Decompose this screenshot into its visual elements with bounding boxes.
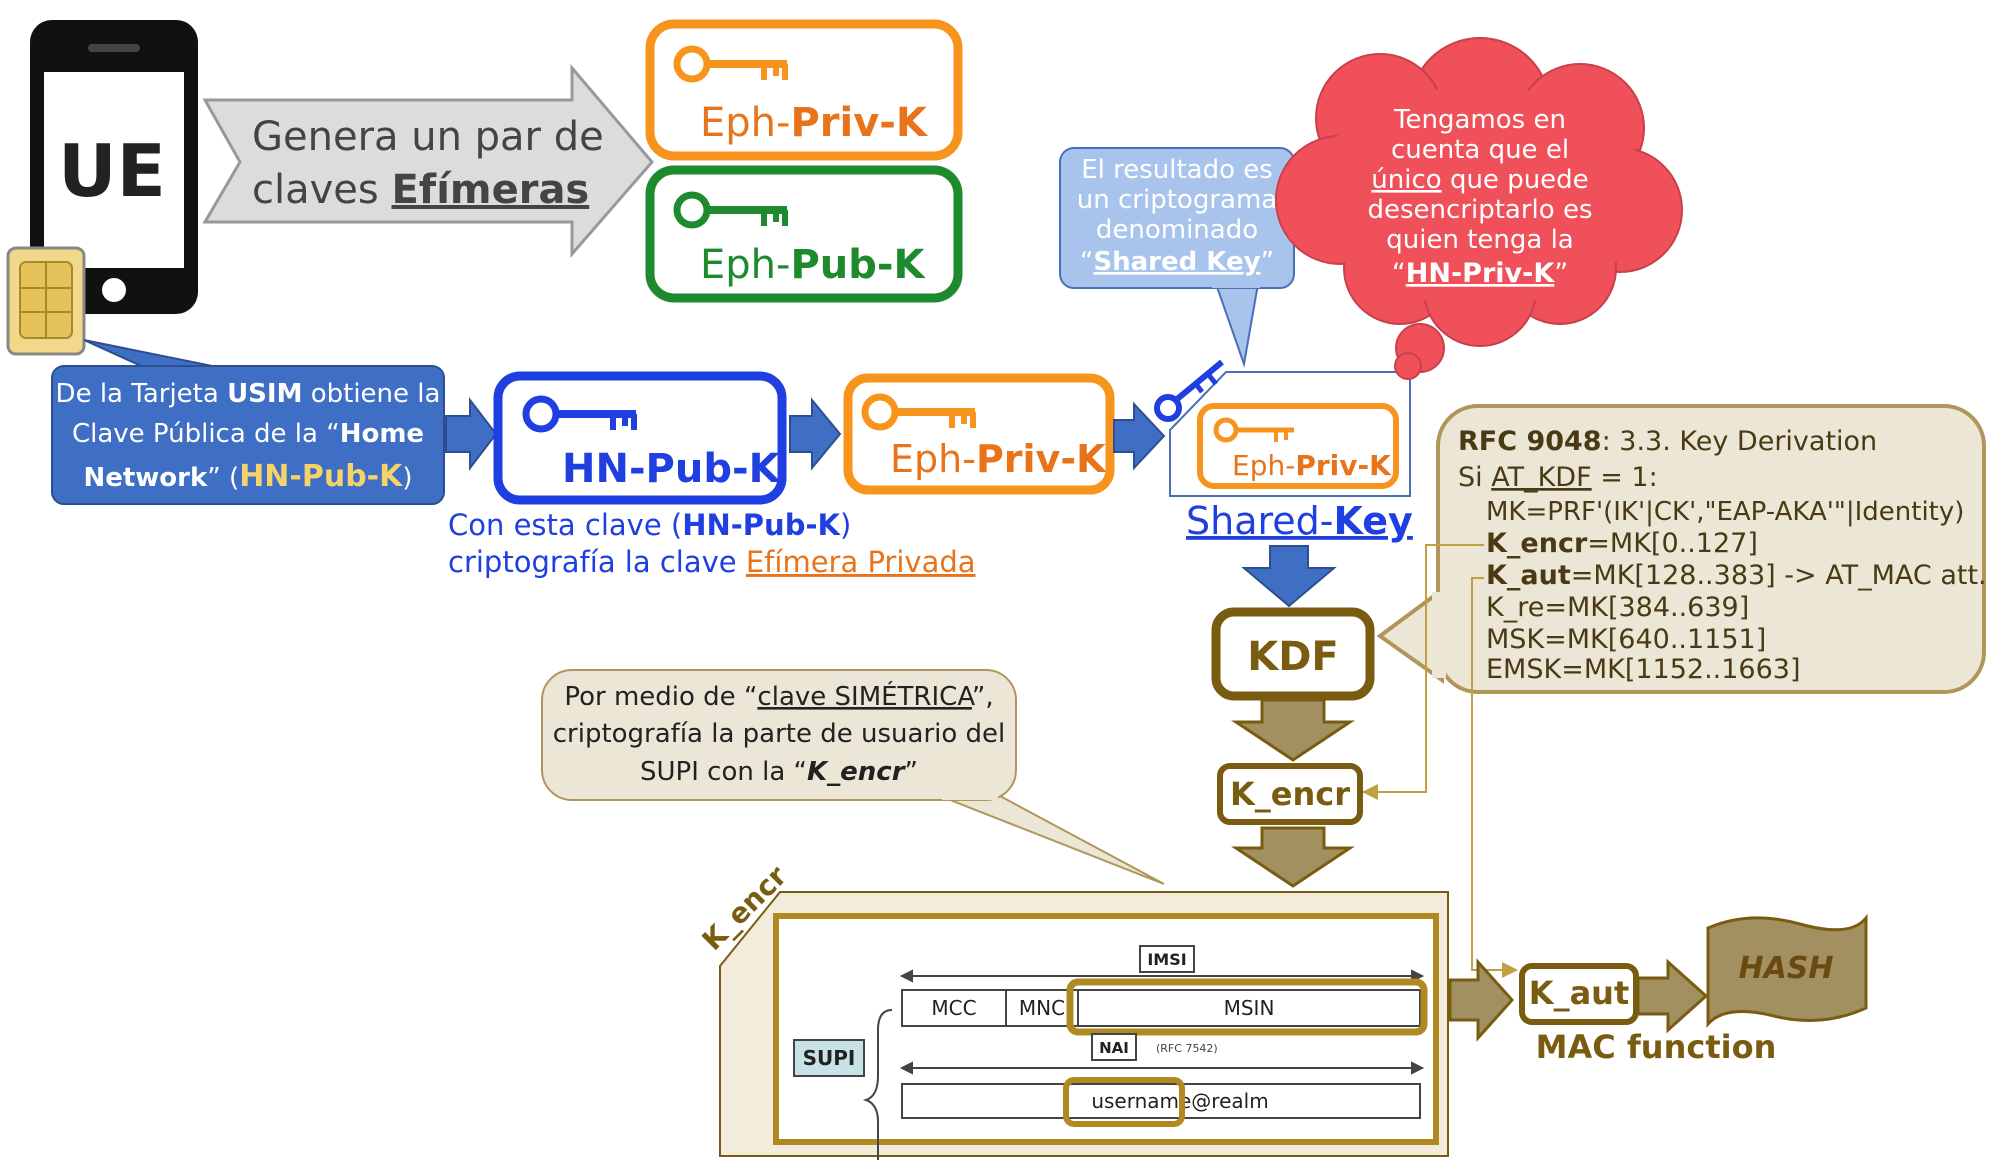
flow-arrow bbox=[1448, 958, 1515, 1042]
nai-rfc-label: (RFC 7542) bbox=[1156, 1042, 1218, 1055]
key-icon bbox=[1213, 417, 1294, 443]
rfc-line3: MK=PRF'(IK'|CK',"EAP-AKA'"|Identity) bbox=[1486, 497, 1964, 527]
msin-cell bbox=[1077, 989, 1421, 1027]
rfc-line4: K_encr=MK[0..127] bbox=[1486, 528, 1758, 559]
cloud-line1: Tengamos en bbox=[1393, 105, 1566, 135]
symmetric-callout-line1: Por medio de “clave SIMÉTRICA”, bbox=[564, 680, 993, 712]
cloud-line4: desencriptarlo es bbox=[1368, 195, 1593, 225]
result-callout-line1: El resultado es bbox=[1081, 155, 1273, 185]
usim-callout-line3: Network” (HN-Pub-K) bbox=[83, 459, 412, 494]
shared-key-label: Shared-Key bbox=[1186, 499, 1413, 543]
generate-keys-arrow bbox=[202, 63, 654, 259]
k-aut-label: K_aut bbox=[1529, 974, 1629, 1012]
hn-pub-key-label: HN-Pub-K bbox=[562, 446, 782, 492]
flow-arrow bbox=[1231, 698, 1355, 762]
result-callout-pointer bbox=[1214, 283, 1260, 368]
eph-priv-key-label-mid: Eph-Priv-K bbox=[890, 437, 1107, 481]
rfc-title: RFC 9048: 3.3. Key Derivation bbox=[1458, 426, 1877, 457]
flow-arrow bbox=[1113, 401, 1166, 471]
symmetric-callout-line2: criptografía la parte de usuario del bbox=[553, 719, 1006, 749]
cloud-line5: quien tenga la bbox=[1386, 225, 1573, 255]
rfc-line2: Si AT_KDF = 1: bbox=[1458, 462, 1658, 493]
rfc-line7: MSK=MK[640..1151] bbox=[1486, 624, 1766, 655]
eph-priv-key-box-top bbox=[645, 19, 963, 161]
flow-arrow bbox=[445, 397, 498, 471]
hash-banner bbox=[1706, 913, 1868, 1028]
cloud-line3: único que puede bbox=[1371, 165, 1588, 195]
hash-label: HASH bbox=[1738, 951, 1833, 986]
username-cell bbox=[901, 1083, 1421, 1119]
hn-pub-key-box bbox=[493, 371, 787, 505]
msin-highlight bbox=[1066, 978, 1428, 1036]
cloud-line6: “HN-Priv-K” bbox=[1392, 258, 1569, 289]
usim-callout-line1: De la Tarjeta USIM obtiene la bbox=[56, 379, 441, 409]
flow-arrow bbox=[1241, 545, 1337, 608]
nai-arrow bbox=[899, 1061, 1425, 1075]
cloud-line2: cuenta que el bbox=[1391, 135, 1569, 165]
k-encr-box bbox=[1217, 763, 1363, 825]
small-key-icon bbox=[1154, 359, 1224, 422]
connector-arrowhead bbox=[1362, 784, 1378, 800]
generate-keys-line2: claves Efímeras bbox=[252, 167, 589, 213]
supi-label: SUPI bbox=[803, 1046, 856, 1070]
ue-label: UE bbox=[58, 129, 166, 213]
connector-arrowhead bbox=[1502, 962, 1518, 978]
k-aut-box bbox=[1519, 963, 1639, 1025]
imsi-label: IMSI bbox=[1147, 950, 1186, 969]
connector-line bbox=[1362, 544, 1508, 971]
msin-label: MSIN bbox=[1224, 996, 1275, 1020]
usim-callout-line2: Clave Pública de la “Home bbox=[72, 419, 424, 449]
flow-arrow bbox=[1636, 958, 1709, 1034]
phone-ue-icon bbox=[30, 20, 198, 314]
mnc-label: MNC bbox=[1019, 996, 1065, 1020]
k-encr-label: K_encr bbox=[1230, 775, 1350, 813]
symmetric-callout-line3: SUPI con la “K_encr” bbox=[640, 757, 918, 787]
flow-arrow bbox=[789, 397, 842, 471]
eph-priv-key-label-small: Eph-Priv-K bbox=[1232, 449, 1392, 482]
eph-pub-key-box bbox=[645, 165, 963, 303]
supi-tag bbox=[793, 1039, 865, 1077]
result-callout-line4: “Shared Key” bbox=[1080, 247, 1274, 277]
sim-card-icon bbox=[6, 246, 86, 356]
hn-caption-line2: criptografía la clave Efímera Privada bbox=[448, 545, 976, 579]
rfc-line8: EMSK=MK[1152..1663] bbox=[1486, 654, 1800, 685]
symmetric-callout bbox=[541, 669, 1017, 801]
mcc-cell bbox=[901, 989, 1007, 1027]
nai-tag bbox=[1091, 1033, 1137, 1061]
usim-callout bbox=[51, 365, 445, 505]
imsi-tag bbox=[1139, 945, 1195, 973]
eph-priv-key-label-top: Eph-Priv-K bbox=[700, 100, 929, 146]
symmetric-callout-pointer bbox=[939, 795, 1165, 885]
eph-priv-key-box-small bbox=[1197, 403, 1399, 489]
username-highlight bbox=[1063, 1077, 1185, 1127]
mac-function-label: MAC function bbox=[1536, 1028, 1777, 1066]
nai-label: NAI bbox=[1099, 1039, 1129, 1057]
supi-brace bbox=[862, 1009, 893, 1160]
eph-pub-key-label: Eph-Pub-K bbox=[700, 242, 926, 288]
mcc-label: MCC bbox=[931, 996, 976, 1020]
result-callout-line2: un criptograma bbox=[1077, 185, 1277, 215]
generate-keys-line1: Genera un par de bbox=[252, 114, 604, 160]
thought-cloud bbox=[1275, 37, 1683, 380]
rfc-line5: K_aut=MK[128..383] -> AT_MAC att. bbox=[1486, 560, 1987, 591]
kdf-label: KDF bbox=[1247, 634, 1339, 680]
result-callout-line3: denominado bbox=[1096, 215, 1258, 245]
imsi-arrow bbox=[899, 969, 1425, 983]
rfc-line6: K_re=MK[384..639] bbox=[1486, 592, 1749, 623]
eph-priv-key-box-mid bbox=[843, 373, 1115, 495]
rfc-callout bbox=[1436, 404, 1986, 694]
flow-arrow bbox=[1231, 826, 1355, 888]
kdf-box bbox=[1211, 607, 1375, 701]
hn-caption-line1: Con esta clave (HN-Pub-K) bbox=[448, 508, 851, 542]
mnc-cell bbox=[1005, 989, 1079, 1027]
